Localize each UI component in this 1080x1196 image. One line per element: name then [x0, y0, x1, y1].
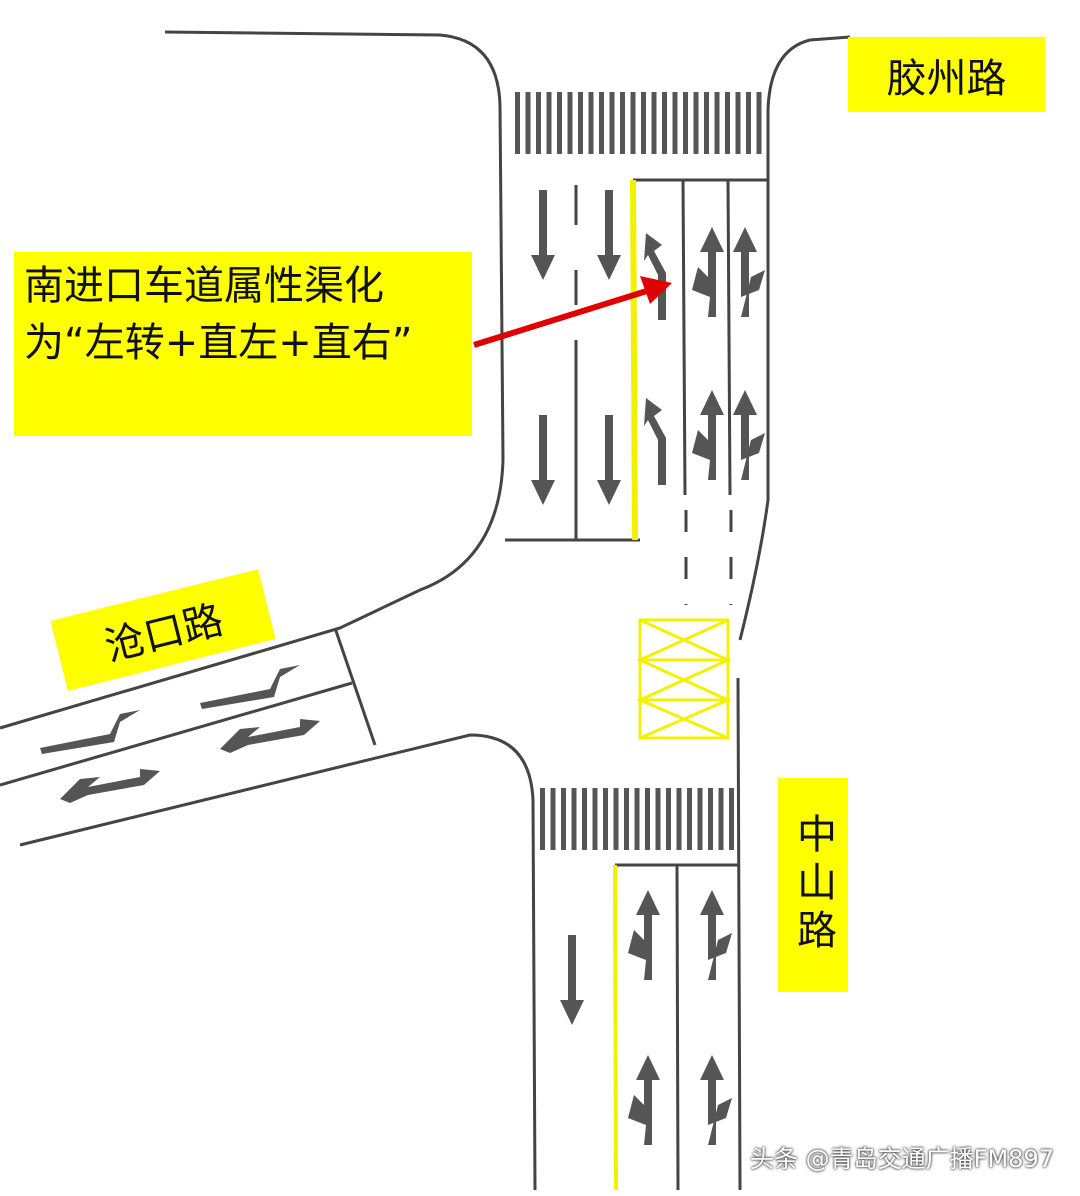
northwest-curb [0, 30, 505, 730]
crosswalk-stripe [571, 788, 577, 850]
crosswalk-stripe [613, 788, 619, 850]
crosswalk-stripe [704, 92, 709, 154]
crosswalk-stripe [620, 92, 625, 154]
crosswalk-stripe [525, 92, 531, 154]
crosswalk-stripe [630, 92, 636, 154]
left-turn-arrow [644, 398, 666, 485]
crosswalk-stripe [735, 92, 741, 154]
straight-right-arrow [733, 227, 765, 317]
south-arrows [560, 890, 732, 1145]
south-east-curb [736, 677, 742, 1191]
south-road-label: 中山路 [778, 778, 848, 992]
crosswalk-stripe [536, 92, 541, 154]
right-turn-arrow [60, 769, 160, 803]
crosswalk-stripe [540, 788, 545, 850]
crosswalk-stripe [672, 92, 678, 154]
lane-divider [726, 179, 732, 496]
crosswalk-stripe [729, 788, 734, 850]
straight-left-arrow [692, 390, 724, 480]
crosswalk-stripe [641, 92, 646, 154]
straight-left-arrow [628, 1055, 660, 1145]
crosswalk-stripe [746, 92, 751, 154]
straight-left-arrow [628, 890, 660, 980]
red-pointer-arrow [473, 276, 672, 348]
crosswalk-stripe [651, 92, 657, 154]
crosswalk-stripe [645, 788, 650, 850]
crosswalk-stripe [624, 788, 629, 850]
crosswalk-stripe [546, 92, 552, 154]
crosswalk-stripe [666, 788, 671, 850]
crosswalk-stripe [708, 788, 713, 850]
crosswalk-stripe [582, 788, 587, 850]
stop-line-west [333, 627, 377, 746]
crosswalk-stripe [756, 92, 762, 154]
crosswalk-stripe [655, 788, 661, 850]
crosswalk-stripe [550, 788, 556, 850]
crosswalk-stripe [609, 92, 615, 154]
crosswalk-stripe [693, 92, 699, 154]
straight-right-arrow [733, 390, 765, 480]
lane-divider [675, 864, 680, 1191]
crosswalk-stripe [599, 92, 604, 154]
crosswalk-stripe [634, 788, 640, 850]
crosswalk-stripe [714, 92, 720, 154]
crosswalk-stripe [578, 92, 583, 154]
crosswalk-stripe [592, 788, 598, 850]
straight-arrow [531, 190, 555, 280]
crosswalk-stripe [718, 788, 724, 850]
watermark: 头条 @青岛交通广播FM897 [750, 1145, 1054, 1173]
north-crosswalk [515, 92, 760, 154]
west-lane-lines [0, 627, 377, 787]
crosswalk-stripe [515, 92, 520, 154]
yellow-center-line [613, 864, 618, 1191]
yellow-no-stopping-box [636, 618, 732, 740]
crosswalk-stripe [662, 92, 667, 154]
north-crosswalk-stripes [515, 92, 762, 154]
southwest-curb [19, 733, 537, 1191]
crosswalk-stripe [687, 788, 692, 850]
straight-arrow [597, 415, 621, 505]
south-lane-lines [615, 863, 740, 1191]
road-edges [0, 30, 851, 1191]
straight-right-arrow [700, 1055, 732, 1145]
yellow-center-line [630, 179, 638, 541]
straight-right-arrow [700, 890, 732, 980]
right-turn-arrow [220, 719, 320, 753]
crosswalk-stripe [588, 92, 594, 154]
crosswalk-stripe [725, 92, 730, 154]
crosswalk-stripe [603, 788, 608, 850]
straight-left-arrow [692, 227, 724, 317]
left-turn-arrow [644, 233, 666, 320]
south-crosswalk-stripes [540, 788, 734, 850]
crosswalk-stripe [697, 788, 703, 850]
crosswalk-stripe [676, 788, 682, 850]
northeast-curb [738, 35, 851, 641]
lane-divider [681, 179, 687, 496]
north-road-label: 胶州路 [848, 37, 1045, 112]
straight-arrow [597, 190, 621, 280]
crosswalk-stripe [683, 92, 688, 154]
crosswalk-stripe [567, 92, 573, 154]
annotation-callout: 南进口车道属性渠化为“左转+直左+直右” [14, 252, 472, 436]
crosswalk-stripe [561, 788, 566, 850]
north-lane-lines [505, 178, 768, 605]
straight-arrow [560, 935, 584, 1025]
crosswalk-stripe [557, 92, 562, 154]
lane-divider [0, 681, 353, 787]
straight-arrow [531, 415, 555, 505]
